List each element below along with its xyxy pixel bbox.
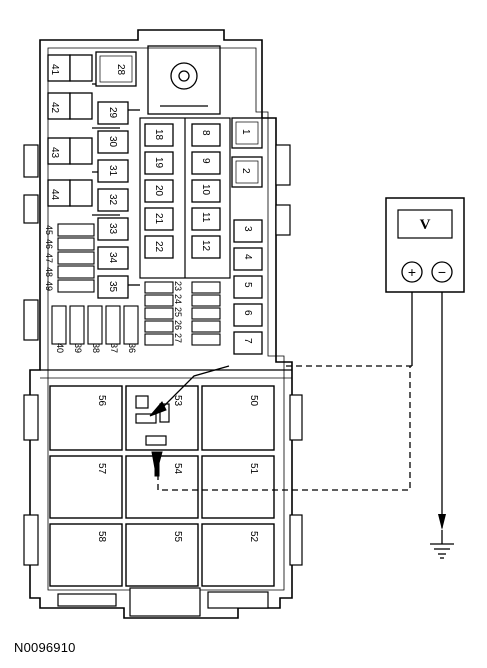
- fuse-label-8: 8: [200, 130, 211, 136]
- fuse-label-36: 36: [127, 343, 137, 353]
- fuse-right-top: [231, 117, 263, 188]
- fuse-label-48: 48: [44, 267, 54, 277]
- relay-label-56: 56: [96, 395, 107, 407]
- fuse-label-43: 43: [49, 147, 60, 159]
- fuse-label-40: 40: [55, 343, 65, 353]
- power-stud: [147, 45, 221, 115]
- relay-label-58: 58: [96, 531, 107, 543]
- relay-grid: [49, 385, 275, 587]
- fuse-row-bottom-small: [51, 305, 139, 345]
- fuse-label-24: 24: [173, 294, 183, 304]
- fuse-label-18: 18: [153, 129, 164, 141]
- fuse-column-a: [144, 123, 174, 259]
- fuse-label-19: 19: [153, 157, 164, 169]
- fuse-label-21: 21: [153, 213, 164, 225]
- fuse-41: [47, 54, 93, 82]
- relay-label-55: 55: [172, 531, 183, 543]
- fuse-label-32: 32: [107, 194, 118, 206]
- relay-label-53: 53: [172, 395, 183, 407]
- voltmeter-display-label: V: [420, 217, 431, 233]
- figure-reference-code: N0096910: [14, 640, 76, 655]
- fuse-label-10: 10: [200, 184, 211, 196]
- ground-probe-tip: [438, 514, 446, 530]
- fuse-label-12: 12: [200, 240, 211, 252]
- voltmeter-positive-terminal: [401, 261, 423, 283]
- fuse-block-center: [139, 117, 231, 279]
- voltmeter-positive-label: +: [408, 264, 416, 280]
- fuse-column-mini-left: [97, 101, 140, 299]
- fuse-labels-center-small: 23 24 25 26 27: [173, 281, 183, 343]
- fuse-label-41: 41: [49, 64, 60, 76]
- fuse-label-20: 20: [153, 185, 164, 197]
- fuse-42: [47, 92, 93, 120]
- fuse-labels-mini-left: 29 30 31 32 33 34 35: [107, 107, 118, 293]
- fuse-labels-bottom-small: 40 39 38 37 36: [55, 343, 137, 353]
- housing-clips: [23, 144, 303, 617]
- fuse-label-30: 30: [107, 136, 118, 148]
- fuse-label-3: 3: [242, 226, 253, 232]
- fuse-label-11: 11: [200, 212, 211, 223]
- fuse-label-6: 6: [242, 310, 253, 316]
- fuse-label-5: 5: [242, 282, 253, 288]
- fuse-label-29: 29: [107, 107, 118, 119]
- fuse-labels-left: 41 42 43 44: [49, 64, 60, 201]
- fuse-labels-small-stack: 45 46 47 48 49: [44, 225, 54, 291]
- fuse-43: [47, 137, 93, 165]
- fuse-label-46: 46: [44, 239, 54, 249]
- fuse-label-44: 44: [49, 189, 60, 201]
- voltmeter: V + −: [385, 197, 465, 293]
- fuse-label-35: 35: [107, 281, 118, 293]
- fuse-label-9: 9: [200, 158, 211, 164]
- probe-tips: [149, 401, 167, 477]
- fuse-labels-right: 3 4 5 6 7: [242, 226, 253, 344]
- relay-label-28: 28: [115, 64, 126, 76]
- relay-label-51: 51: [248, 463, 259, 475]
- relay-label-52: 52: [248, 531, 259, 543]
- relay-label-50: 50: [248, 395, 259, 407]
- relay-labels: 56 57 58 53 54 55 50 51 52: [96, 395, 259, 543]
- fuse-label-25: 25: [173, 307, 183, 317]
- test-lead-probe: [161, 282, 413, 409]
- fuse-label-1: 1: [240, 129, 251, 135]
- fuse-labels-column-a: 18 19 20 21 22: [153, 129, 164, 253]
- fuse-label-34: 34: [107, 252, 118, 264]
- fuse-label-38: 38: [91, 343, 101, 353]
- test-lead-negative: [157, 365, 411, 491]
- fuse-label-33: 33: [107, 223, 118, 235]
- fuse-column-b: [191, 123, 221, 259]
- fuse-label-39: 39: [73, 343, 83, 353]
- relay-label-54: 54: [172, 463, 183, 475]
- fuse-label-2: 2: [240, 168, 251, 174]
- relay-28: [95, 51, 137, 87]
- fuse-label-49: 49: [44, 281, 54, 291]
- fuse-label-27: 27: [173, 333, 183, 343]
- fuse-label-26: 26: [173, 320, 183, 330]
- fuse-label-42: 42: [49, 102, 60, 114]
- fuse-label-47: 47: [44, 253, 54, 263]
- fuse-label-22: 22: [153, 241, 164, 253]
- fuse-stack-small: [57, 223, 95, 293]
- fuse-label-37: 37: [109, 343, 119, 353]
- fuse-grid-center-small: [144, 281, 221, 346]
- voltmeter-negative-label: −: [438, 264, 446, 280]
- relay-label-57: 57: [96, 463, 107, 475]
- fuse-label-31: 31: [107, 165, 118, 177]
- voltmeter-negative-terminal: [431, 261, 453, 283]
- fuse-44: [47, 179, 93, 207]
- relay-53-terminals: [135, 395, 170, 446]
- fuse-labels-column-b: 8 9 10 11 12: [200, 130, 211, 252]
- fuse-label-4: 4: [242, 254, 253, 260]
- fuse-column-left: [47, 54, 120, 216]
- voltmeter-display: [397, 209, 453, 239]
- fuse-label-7: 7: [242, 338, 253, 344]
- fuse-label-23: 23: [173, 281, 183, 291]
- ground-icon: [430, 530, 454, 559]
- fuse-column-right: [233, 219, 263, 355]
- fuse-label-45: 45: [44, 225, 54, 235]
